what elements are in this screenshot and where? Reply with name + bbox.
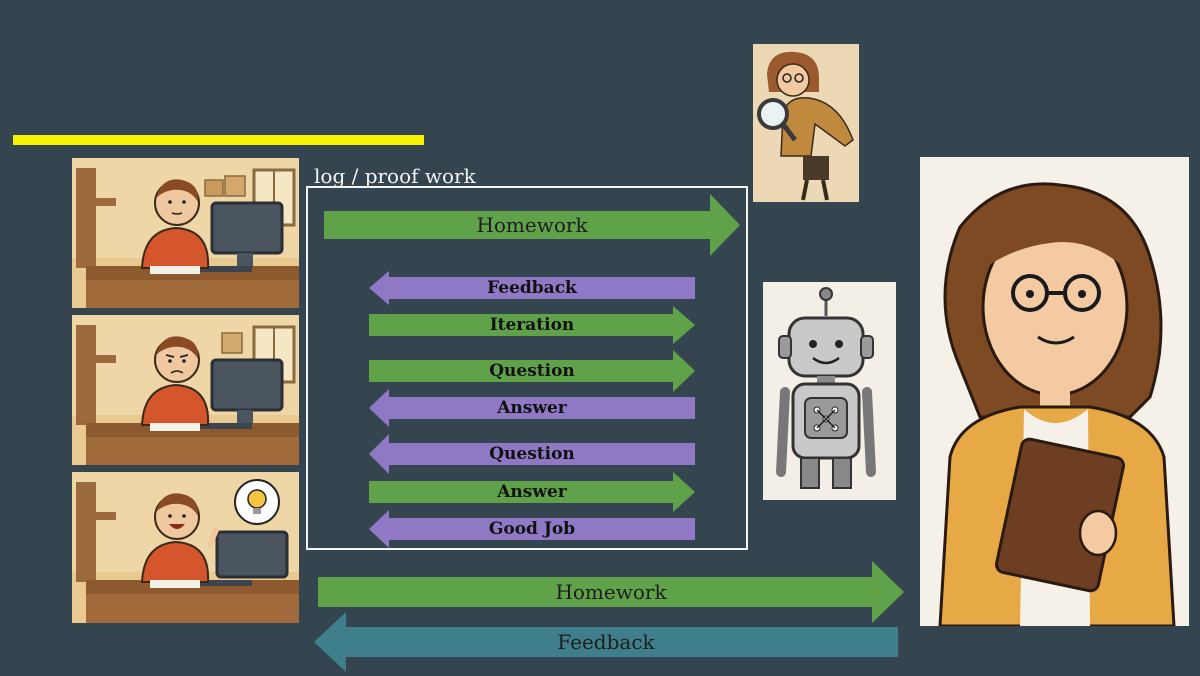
- arrow-shape: [369, 434, 695, 474]
- student-focused-illustration: [72, 158, 299, 308]
- arrow-label: Answer: [497, 482, 567, 502]
- robot-illustration: [763, 282, 896, 500]
- good-job-arrow: Good Job: [369, 510, 695, 548]
- arrow-label: Homework: [476, 213, 588, 237]
- answer-arrow: Answer: [369, 472, 695, 512]
- arrow-label: Feedback: [557, 630, 655, 654]
- iteration-arrow: Iteration: [369, 306, 695, 344]
- highlight-bar: [13, 135, 424, 145]
- student-frustrated-illustration: [72, 315, 299, 465]
- arrow-label: Question: [489, 444, 575, 464]
- arrow-label: Good Job: [488, 519, 576, 539]
- arrow-label: Question: [489, 361, 575, 381]
- answer-arrow: Answer: [369, 389, 695, 427]
- arrow-shape: [314, 612, 898, 672]
- log-box: [306, 186, 748, 550]
- arrow-shape: [369, 306, 695, 344]
- arrow-shape: [369, 389, 695, 427]
- arrow-shape: [318, 561, 904, 623]
- arrow-label: Homework: [555, 580, 667, 604]
- log-label: log / proof work: [314, 164, 476, 188]
- student-idea-illustration: [72, 472, 299, 623]
- arrow-shape: [369, 271, 695, 305]
- arrow-shape: [369, 350, 695, 392]
- teacher-illustration: [920, 157, 1189, 626]
- feedback-arrow: Feedback: [369, 271, 695, 305]
- arrow-label: Feedback: [487, 278, 577, 298]
- feedback-outer-arrow: Feedback: [314, 612, 898, 672]
- question-arrow: Question: [369, 350, 695, 392]
- inspector-teacher-illustration: [753, 44, 859, 202]
- arrow-shape: [369, 510, 695, 548]
- homework-arrow: Homework: [324, 194, 740, 256]
- arrow-shape: [369, 472, 695, 512]
- homework-outer-arrow: Homework: [318, 561, 904, 623]
- arrow-label: Iteration: [489, 315, 575, 335]
- arrow-label: Answer: [497, 398, 567, 418]
- arrow-shape: [324, 194, 740, 256]
- question-arrow: Question: [369, 434, 695, 474]
